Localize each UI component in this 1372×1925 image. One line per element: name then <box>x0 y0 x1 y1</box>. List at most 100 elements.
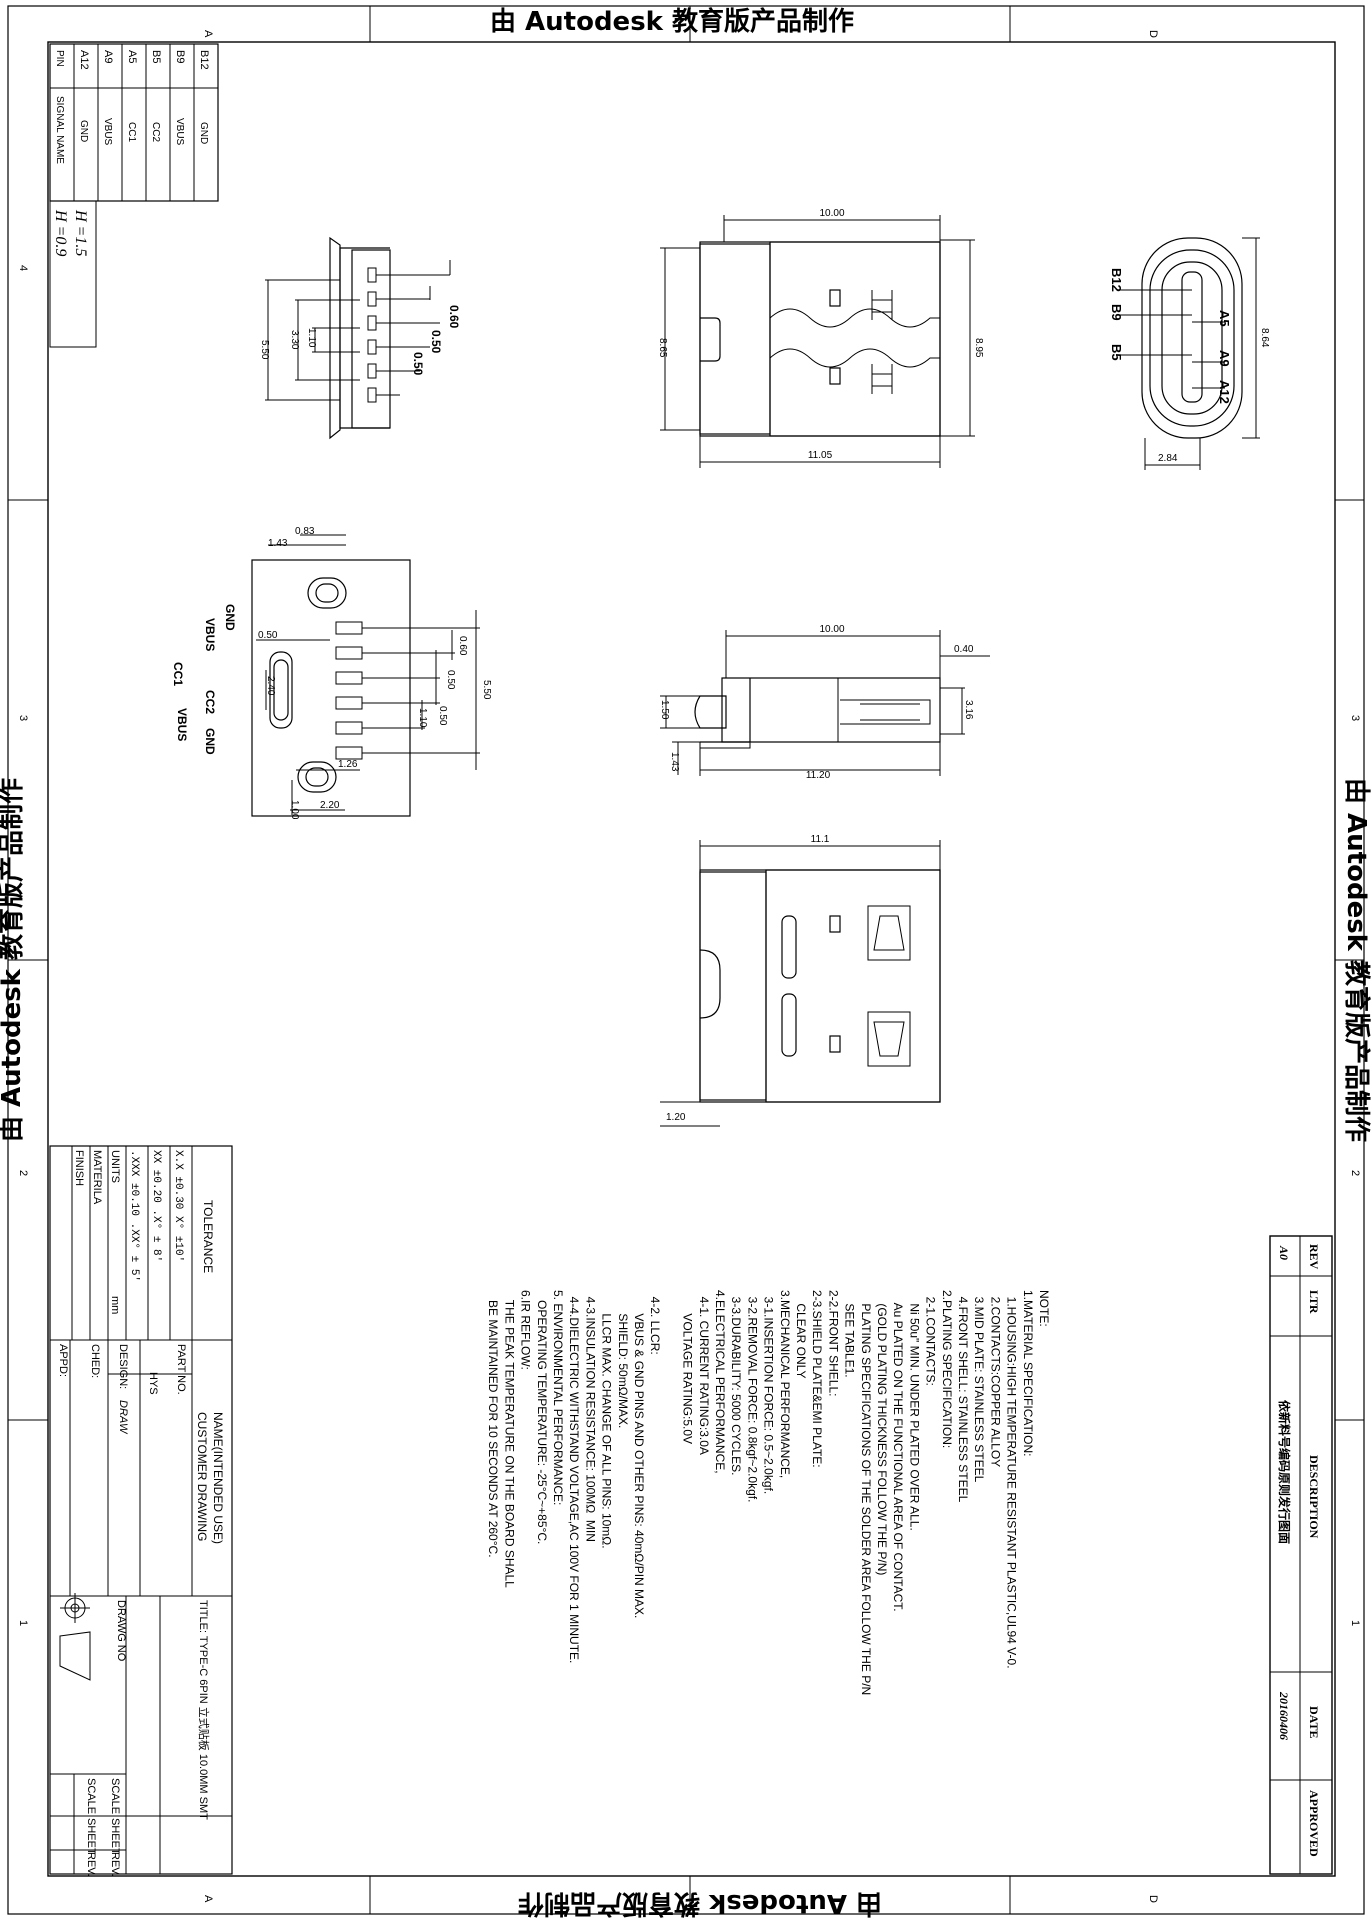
pcb-label-vbus: VBUS <box>203 618 217 651</box>
signal-cell: CC2 <box>150 122 161 142</box>
dim-0.50: 0.50 <box>429 330 443 354</box>
pcb-label-vbus: VBUS <box>175 708 189 741</box>
zone-d-top: D <box>1147 30 1159 38</box>
design-label: DESIGN: <box>117 1344 129 1389</box>
dim-0.50: 0.50 <box>437 706 448 726</box>
view-pcb-footprint: 0.83 1.43 0.50 2.40 0.60 0.50 0.50 1.10 … <box>171 526 492 820</box>
zone-ticks <box>8 6 1364 1914</box>
projection-symbol <box>59 1593 91 1681</box>
note-line: 3-2.REMOVAL FORCE: 0.8kgf~2.0kgf. <box>745 1290 759 1502</box>
inner-border <box>47 41 1336 1877</box>
dim-0.50: 0.50 <box>258 630 278 641</box>
dim-5.50: 5.50 <box>259 340 270 360</box>
note-line: 4-4.DIELECTRIC WITHSTAND VOLTAGE,AC 100V… <box>567 1290 581 1663</box>
dim-8.64: 8.64 <box>1259 328 1270 348</box>
dim-0.50: 0.50 <box>411 352 425 376</box>
dim-width: 10.00 <box>819 208 844 219</box>
dim-0.50: 0.50 <box>445 670 456 690</box>
view-bottom: 11.1 1.20 <box>660 834 941 1127</box>
note-line: 3-1.INSERTION FORCE: 0.5~2.0kgf. <box>762 1290 776 1494</box>
signal-cell: GND <box>198 122 209 144</box>
pcb-label-cc1: CC1 <box>171 662 185 686</box>
title-block: TOLERANCE X.X ±0.30 X° ±10' XX ±0.20 .X°… <box>49 1145 233 1877</box>
notes-title: NOTE: <box>1037 1290 1051 1327</box>
rev-header: REV <box>1307 1244 1321 1270</box>
dim-5.50: 5.50 <box>481 680 492 700</box>
note-line: 4.ELECTRICAL PERFORMANCE, <box>713 1290 727 1474</box>
finish-label: FINISH <box>73 1150 85 1186</box>
signal-cell: CC1 <box>126 122 137 142</box>
date-header: DATE <box>1307 1706 1321 1738</box>
signal-header: SIGNAL NAME <box>54 96 65 164</box>
sheet-label: SHEET <box>109 1818 121 1855</box>
note-line: 6.IR REFLOW: <box>519 1290 533 1370</box>
zone-a-top: A <box>202 30 214 38</box>
note-line: BE MAINTAINED FOR 10 SECONDS AT 260°C. <box>486 1290 500 1558</box>
approved-header: APPROVED <box>1307 1790 1321 1857</box>
pin-cell: A5 <box>126 50 138 63</box>
dim-1.26: 1.26 <box>338 759 358 770</box>
view-side: 5.50 3.30 1.10 0.60 0.50 0.50 <box>259 236 461 440</box>
scale-label: SCALE <box>85 1778 97 1814</box>
pin-cell: B5 <box>150 50 162 63</box>
zone-num-left-4: 4 <box>17 265 29 271</box>
dim-1.00: 1.00 <box>289 800 300 820</box>
watermark-right: 由 Autodesk 教育版产品制作 <box>1341 778 1372 1142</box>
pin-cell: A9 <box>102 50 114 63</box>
tol-row: .XXX ±0.10 .XX° ± 5' <box>128 1150 140 1282</box>
customer-drawing-label: CUSTOMER DRAWING <box>195 1412 209 1541</box>
pin-header: PIN <box>54 50 65 67</box>
part-no-value: HYS <box>147 1372 159 1395</box>
pin-label-b5: B5 <box>1109 344 1124 361</box>
zone-num-left-2: 2 <box>17 1170 29 1176</box>
dim-0.60: 0.60 <box>447 305 461 329</box>
pin-label-b12: B12 <box>1109 268 1124 292</box>
notes-block: NOTE:1.MATERIAL SPECIFICATION: 1.HOUSING… <box>486 1290 1051 1695</box>
dim-11.20: 11.20 <box>806 770 831 781</box>
dim-1.43: 1.43 <box>268 538 288 549</box>
note-line: 1.MATERIAL SPECIFICATION: <box>1021 1290 1035 1456</box>
drawg-no-label: DRAWG NO <box>115 1600 127 1662</box>
rev-value: A0 <box>1277 1245 1291 1260</box>
pin-label-a12: A12 <box>1217 380 1232 404</box>
dim-0.60: 0.60 <box>457 636 468 656</box>
zone-num-left-3: 3 <box>17 715 29 721</box>
dim-1.43: 1.43 <box>669 752 680 772</box>
dim-2.84: 2.84 <box>1158 453 1178 464</box>
note-line: 4-2. LLCR: <box>648 1290 662 1355</box>
tolerance-label: TOLERANCE <box>201 1200 215 1273</box>
pin-cell: B12 <box>198 50 210 70</box>
dim-11.1: 11.1 <box>811 834 830 845</box>
dim-0.83: 0.83 <box>295 526 315 537</box>
note-line: (GOLD PLATING THICKNESS FOLLOW THE P/N) <box>875 1290 889 1575</box>
units-value: mm <box>109 1296 121 1314</box>
rev-label: REV. <box>85 1852 97 1877</box>
tol-row: XX ±0.20 .X° ± 8' <box>150 1150 162 1262</box>
view-top: 10.00 8.65 8.95 11.05 <box>657 208 984 468</box>
appd-label: APPD: <box>57 1344 69 1377</box>
view-profile: 10.00 0.40 1.50 1.43 3.16 11.20 <box>659 624 990 781</box>
note-line: VOLTAGE RATING:5.0V <box>681 1290 695 1444</box>
h-note: H =1.5 <box>72 209 89 256</box>
note-line: 4.FRONT SHELL: STAINLESS STEEL <box>956 1290 970 1503</box>
zone-num-right-3: 3 <box>1349 715 1361 721</box>
pin-label-a9: A9 <box>1217 350 1232 367</box>
zone-a-bottom: A <box>202 1895 214 1903</box>
view-front: B12 B9 B5 A5 A9 A12 8.64 2.84 <box>1109 237 1270 470</box>
h-notes: H =0.9 H =1.5 <box>49 200 97 348</box>
dim-3.30: 3.30 <box>289 330 300 350</box>
scale-label: SCALE <box>109 1778 121 1814</box>
dim-height-left: 8.65 <box>657 338 668 358</box>
note-line: 2-2.FRONT SHELL: <box>826 1290 840 1396</box>
signal-cell: VBUS <box>174 118 185 146</box>
pin-label-b9: B9 <box>1109 304 1124 321</box>
units-label: UNITS <box>109 1150 121 1183</box>
note-line: SHIELD: 50mΩ/MAX. <box>616 1290 630 1428</box>
pin-cell: B9 <box>174 50 186 63</box>
tol-row: X.X ±0.30 X° ±10' <box>172 1150 184 1262</box>
note-line: 3.MECHANICAL PERFORMANCE, <box>778 1290 792 1478</box>
note-line: 2-3.SHIELD PLATE&EMI PLATE: <box>810 1290 824 1468</box>
dim-0.40: 0.40 <box>954 644 974 655</box>
part-no-label: PART NO. <box>175 1344 187 1395</box>
